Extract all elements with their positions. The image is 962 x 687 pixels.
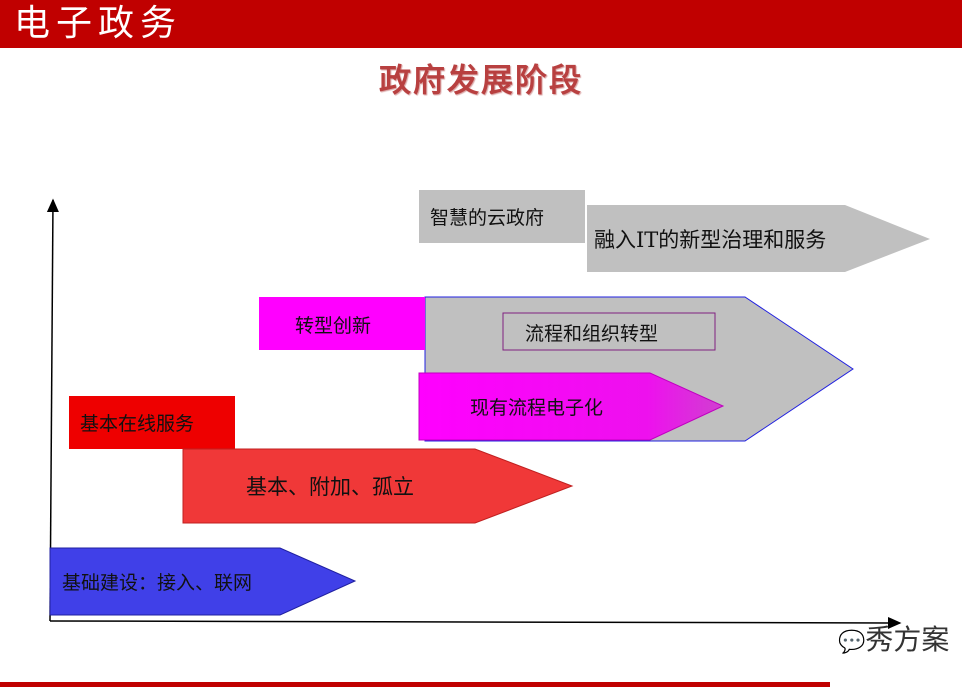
smart-arrow	[587, 205, 930, 272]
header-bar	[0, 0, 962, 48]
watermark: 💬秀方案	[838, 618, 949, 658]
x-axis	[49, 616, 902, 629]
basic-online-label: 基本在线服务	[80, 412, 195, 435]
basic-online-arrow-label: 基本、附加、孤立	[246, 475, 414, 499]
infrastructure-label: 基础建设：接入、联网	[62, 571, 253, 594]
transform-label: 转型创新	[295, 314, 372, 337]
basic-online-box	[69, 396, 235, 449]
basic-online-arrow	[182, 448, 574, 524]
watermark-text: 秀方案	[865, 623, 950, 656]
header-title: 电子政务	[14, 3, 183, 44]
smart-label: 智慧的云政府	[430, 206, 545, 229]
wechat-icon: 💬	[838, 630, 866, 655]
digitize-label: 现有流程电子化	[470, 396, 604, 419]
slide-title: 政府发展阶段	[378, 61, 583, 99]
digitize-arrow	[418, 372, 725, 441]
smart-arrow-label: 融入IT的新型治理和服务	[594, 228, 827, 252]
transform-box	[259, 297, 425, 350]
infrastructure-arrow	[49, 547, 357, 616]
smart-box	[419, 190, 585, 243]
transform-inner-box	[502, 312, 716, 351]
footer-bar	[0, 682, 830, 687]
transform-inner-label: 流程和组织转型	[525, 322, 659, 345]
